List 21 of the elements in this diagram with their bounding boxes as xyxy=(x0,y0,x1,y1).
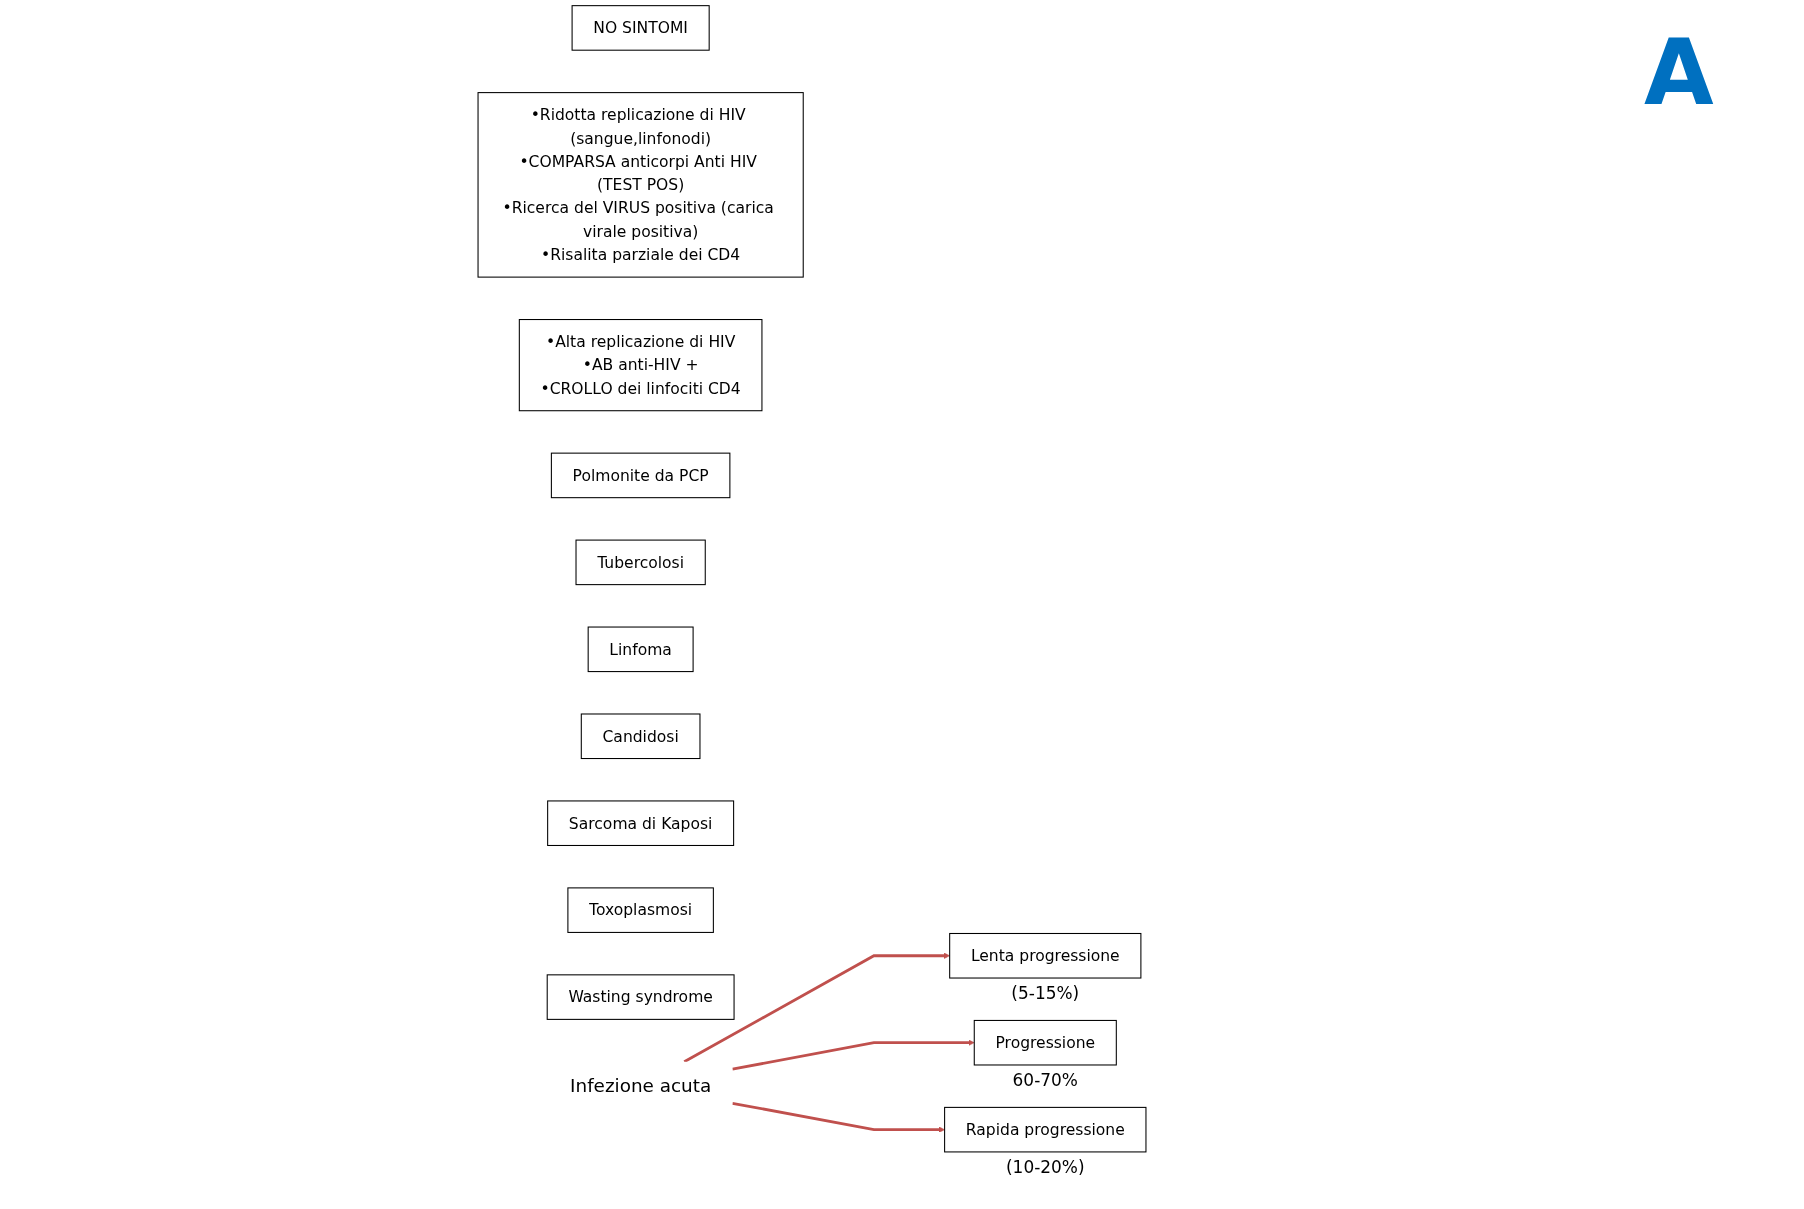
node-box: Progressione xyxy=(973,1019,1117,1066)
node-box: Tubercolosi xyxy=(575,539,706,586)
node-box: Sarcoma di Kaposi xyxy=(547,800,735,846)
node-box: Linfoma xyxy=(587,626,694,673)
percentage-label: (5-15%) xyxy=(1011,983,1080,1004)
arrow xyxy=(732,1101,945,1133)
node-box: Toxoplasmosi xyxy=(567,887,714,933)
node-box: Polmonite da PCP xyxy=(550,452,731,499)
letter-label: A xyxy=(1644,20,1715,125)
node-box: •Ridotta replicazione di HIV (sangue,linfonodi) •COMPARSA anticorpi Anti HIV (TEST POS) •Ricerca del VIRUS positiva (carica virale positiva) •Risalita parziale dei CD4 xyxy=(477,92,804,278)
node-box: NO SINTOMI xyxy=(571,5,710,51)
percentage-label: (10-20%) xyxy=(1006,1157,1085,1178)
node-box: Lenta progressione xyxy=(949,932,1142,979)
arrow xyxy=(683,952,950,1064)
node-box: Candidosi xyxy=(580,713,701,760)
node-box: •Alta replicazione di HIV •AB anti-HIV + •CROLLO dei linfociti CD4 xyxy=(518,319,763,412)
percentage-label: 60-70% xyxy=(1012,1070,1078,1091)
node-box: Wasting syndrome xyxy=(546,974,735,1020)
arrow xyxy=(732,1039,975,1071)
node-text: Infezione acuta xyxy=(570,1075,712,1097)
node-box: Rapida progressione xyxy=(944,1106,1147,1153)
